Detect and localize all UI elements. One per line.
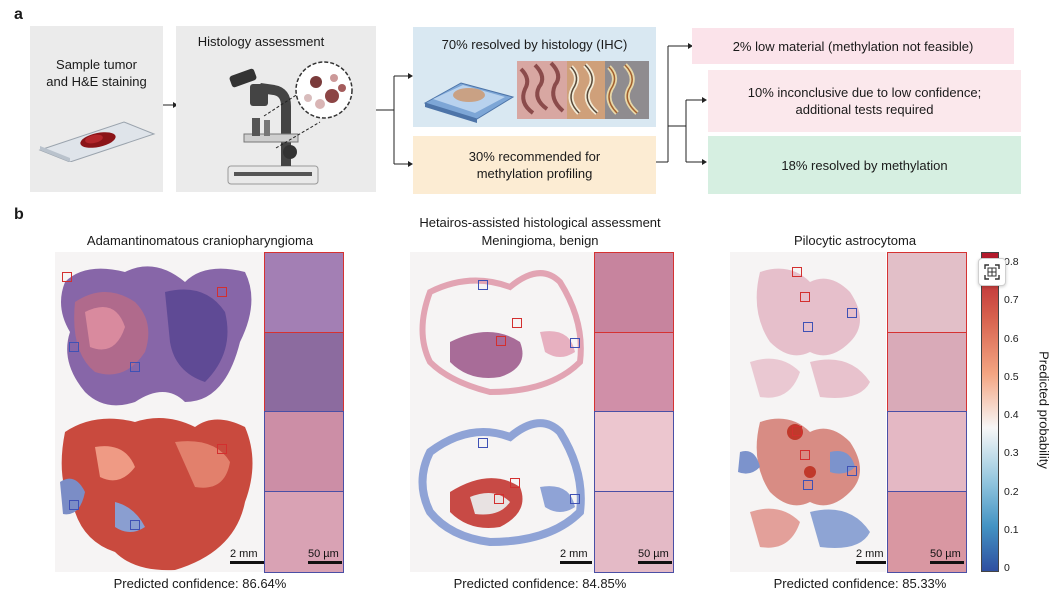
case1-scalebar-um: 50 µm xyxy=(308,548,342,564)
inconclusive-box: 10% inconclusive due to low confidence; … xyxy=(708,70,1021,132)
case2-scalebar-um: 50 µm xyxy=(638,548,672,564)
case1-confidence: Predicted confidence: 86.64% xyxy=(113,576,287,591)
colorbar-tick-label: 0.6 xyxy=(1004,332,1019,345)
case2-title: Meningioma, benign xyxy=(481,233,599,248)
recommended-line1: 30% recommended for xyxy=(468,149,601,164)
low-material-label: 2% low material (methylation not feasibl… xyxy=(732,38,974,54)
colorbar xyxy=(981,252,999,572)
colorbar-tick-label: 0.4 xyxy=(1004,409,1019,421)
colorbar-tick-label: 0.3 xyxy=(1004,447,1019,460)
histology-assessment-box: Histology assessment xyxy=(176,26,376,192)
case2-wsi xyxy=(410,252,594,572)
ihc-resolved-box: 70% resolved by histology (IHC) xyxy=(413,27,656,127)
colorbar-tick-label: 0.8 xyxy=(1004,256,1019,268)
case1-zoom-4 xyxy=(264,491,344,573)
case2-zoom-4 xyxy=(594,491,674,573)
panel-a-letter: a xyxy=(14,6,23,23)
colorbar-tick-label: 0 xyxy=(1004,562,1010,574)
case1-title: Adamantinomatous craniopharyngioma xyxy=(86,233,314,248)
inconclusive-line1: 10% inconclusive due to low confidence; xyxy=(747,85,982,100)
case2-confidence: Predicted confidence: 84.85% xyxy=(453,576,627,591)
case3-scalebar-um: 50 µm xyxy=(930,548,964,564)
case1-zoom-2 xyxy=(264,332,344,412)
sample-label-line2: and H&E staining xyxy=(46,74,147,89)
case3-zoom-3 xyxy=(887,411,967,492)
sample-tumor-box: Sample tumor and H&E staining xyxy=(30,26,163,192)
recommended-line2: methylation profiling xyxy=(476,166,593,181)
case3-confidence: Predicted confidence: 85.33% xyxy=(773,576,947,591)
colorbar-tick-label: 0.2 xyxy=(1004,485,1019,498)
sample-label: Sample tumor and H&E staining xyxy=(30,56,163,90)
resolved-methylation-box: 18% resolved by methylation xyxy=(708,136,1021,194)
low-material-box: 2% low material (methylation not feasibl… xyxy=(692,28,1014,64)
arrow-histology-branch xyxy=(376,73,413,167)
arrow-sample-to-histology xyxy=(163,102,178,108)
slide-illustration xyxy=(38,121,156,162)
case2-scalebar-mm: 2 mm xyxy=(560,548,592,564)
grid-scan-button[interactable] xyxy=(978,258,1006,286)
case1-tissue-svg xyxy=(60,266,253,571)
case3-wsi xyxy=(730,252,886,572)
case1-zoom-3 xyxy=(264,411,344,492)
resolved-methylation-label: 18% resolved by methylation xyxy=(781,157,948,173)
case3-tissue-svg xyxy=(738,268,870,548)
case3-scalebar-mm: 2 mm xyxy=(856,548,886,564)
case3-zoom-4 xyxy=(887,491,967,573)
grid-scan-icon xyxy=(984,264,1000,280)
panel-b-letter: b xyxy=(14,206,24,223)
case2-tissue-svg xyxy=(418,270,585,547)
assisted-title: Hetairos-assisted histological assessmen… xyxy=(419,215,661,230)
case1-zoom-1 xyxy=(264,252,344,333)
methylation-recommended-box: 30% recommended for methylation profilin… xyxy=(413,136,656,194)
case3-zoom-2 xyxy=(887,332,967,412)
colorbar-label: Predicted probability xyxy=(1036,351,1052,469)
inconclusive-line2: additional tests required xyxy=(795,102,934,117)
case3-zoom-1 xyxy=(887,252,967,333)
case1-scalebar-mm: 2 mm xyxy=(230,548,264,564)
case3-title: Pilocytic astrocytoma xyxy=(793,233,917,248)
histology-title: Histology assessment xyxy=(197,34,325,49)
arrow-methylation-branch xyxy=(656,43,707,165)
ihc-illustration xyxy=(423,61,649,123)
colorbar-tick-label: 0.1 xyxy=(1004,523,1019,536)
case1-wsi xyxy=(55,252,264,572)
case2-zoom-1 xyxy=(594,252,674,333)
colorbar-tick-label: 0.7 xyxy=(1004,294,1019,307)
case2-zoom-3 xyxy=(594,411,674,492)
colorbar-tick-label: 0.5 xyxy=(1004,370,1019,383)
sample-label-line1: Sample tumor xyxy=(56,57,137,72)
case2-zoom-2 xyxy=(594,332,674,412)
ihc-resolved-label: 70% resolved by histology (IHC) xyxy=(441,37,628,52)
microscope-illustration xyxy=(227,61,353,185)
